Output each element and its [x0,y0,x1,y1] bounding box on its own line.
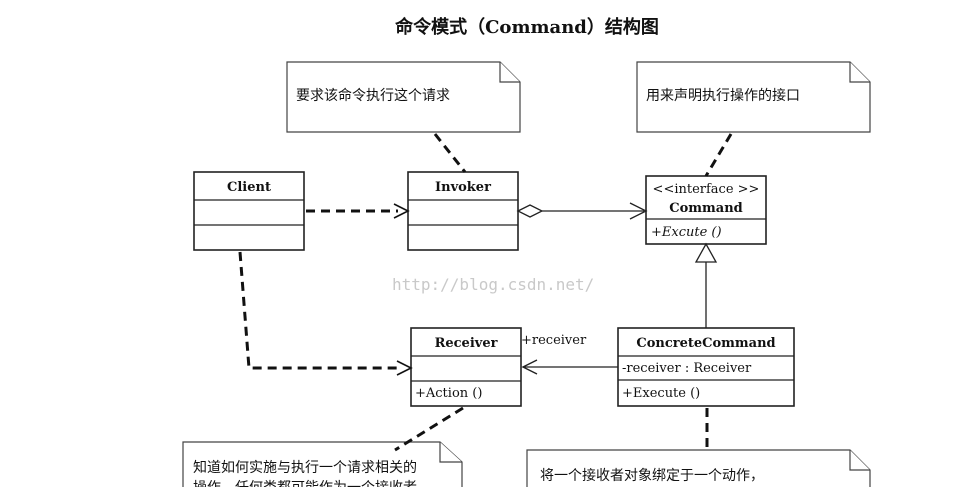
invoker-note: 要求该命令执行这个请求 [286,61,521,133]
class-client: Client [193,171,305,251]
diagram-title: 命令模式（Command）结构图 [395,16,659,38]
class-command-name: Command [669,201,743,216]
invoker-note-text: 要求该命令执行这个请求 [296,87,450,104]
client-receiver-dependency [238,251,401,370]
aggregation-diamond [516,204,544,218]
client-receiver-arrowhead [396,360,413,376]
client-invoker-arrowhead [393,203,410,219]
class-concrete-command: ConcreteCommand -receiver : Receiver +Ex… [617,327,795,407]
receiver-note-anchor [394,406,464,452]
class-receiver-operation: +Action () [415,386,482,401]
concrete-note-text: 将一个接收者对象绑定于一个动作， [540,467,764,484]
realization-triangle [694,242,718,263]
receiver-note: 知道如何实施与执行一个请求相关的 操作，任何类都可能作为一个接收者 [182,441,463,487]
receiver-association-arrowhead [521,359,538,375]
class-concrete-command-operation: +Execute () [622,386,700,401]
receiver-note-line-2: 操作，任何类都可能作为一个接收者 [193,479,417,487]
invoker-note-anchor [433,133,467,173]
class-invoker-name: Invoker [435,180,491,195]
class-receiver-name: Receiver [435,336,498,351]
class-command-operation: +Excute () [651,225,722,240]
receiver-role-label: +receiver [521,333,587,348]
class-concrete-command-name: ConcreteCommand [636,336,775,351]
concrete-command-note: 将一个接收者对象绑定于一个动作， [526,449,871,487]
command-note-anchor [704,133,733,177]
class-receiver: Receiver +Action () [410,327,522,407]
class-command: <<interface >> Command +Excute () [645,175,767,245]
command-note: 用来声明执行操作的接口 [636,61,871,133]
aggregation-arrowhead [629,202,648,220]
receiver-note-line-1: 知道如何实施与执行一个请求相关的 [193,459,417,476]
command-note-text: 用来声明执行操作的接口 [646,87,800,104]
class-concrete-command-attribute: -receiver : Receiver [622,361,752,376]
watermark: http://blog.csdn.net/ [392,275,594,294]
class-invoker: Invoker [407,171,519,251]
class-client-name: Client [227,180,271,195]
class-command-stereotype: <<interface >> [653,182,760,197]
